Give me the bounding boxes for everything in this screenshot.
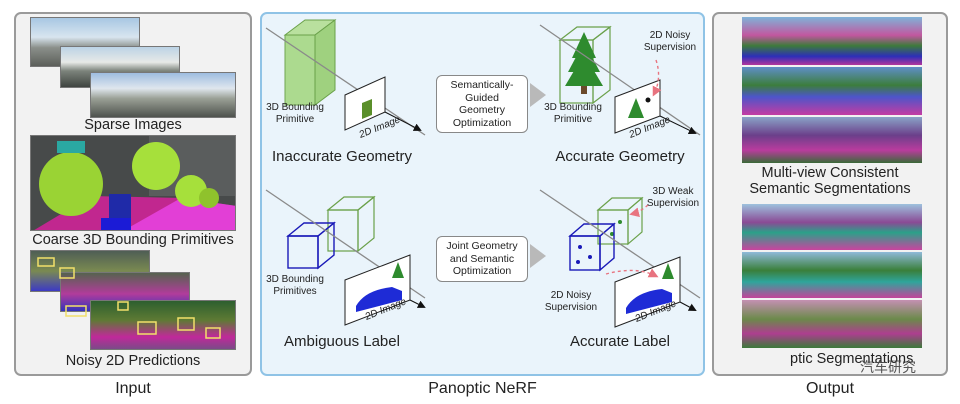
top-right-tree-projection <box>628 98 644 118</box>
bottom-right-blue-cube <box>568 222 616 272</box>
output-segmentation-5 <box>742 252 922 298</box>
top-right-ray <box>539 24 701 136</box>
top-right-ray-head <box>659 115 697 134</box>
bottom-left-primitives-label: 3D Bounding Primitives <box>266 274 324 297</box>
multiview-label: Multi-view Consistent Semantic Segmentat… <box>749 165 911 197</box>
bottom-right-noisy-label: 2D Noisy Supervision <box>544 290 598 313</box>
bottom-right-tree-projection <box>662 263 674 279</box>
noisy-predictions-label: Noisy 2D Predictions <box>65 353 201 369</box>
bottom-left-ray-head <box>409 299 426 308</box>
output-segmentation-2 <box>742 67 922 115</box>
sparse-images-label: Sparse Images <box>84 117 182 133</box>
top-optimization-box: Semantically- Guided Geometry Optimizati… <box>436 75 528 133</box>
top-optimization-arrow <box>530 83 546 107</box>
top-left-cube <box>283 19 337 106</box>
panoptic-nerf-caption: Panoptic NeRF <box>428 380 537 397</box>
top-left-title: Inaccurate Geometry <box>271 148 413 165</box>
bottom-optimization-arrow <box>530 244 546 268</box>
bottom-left-blue-cube <box>286 221 336 270</box>
output-segmentation-4 <box>742 204 922 250</box>
top-right-title: Accurate Geometry <box>555 148 685 165</box>
bottom-left-car-projection <box>356 287 402 312</box>
output-segmentation-1 <box>742 17 922 65</box>
bottom-left-green-cube <box>326 195 376 253</box>
sparse-image-3 <box>90 72 236 118</box>
coarse-primitives-illustration <box>34 136 235 230</box>
top-right-sample-point <box>645 97 651 103</box>
output-segmentation-6 <box>742 300 922 348</box>
bottom-optimization-box: Joint Geometry and Semantic Optimization <box>436 236 528 282</box>
bottom-right-green-cube <box>596 196 644 246</box>
coarse-primitives-label: Coarse 3D Bounding Primitives <box>32 232 234 248</box>
bottom-right-car-projection <box>626 289 672 314</box>
bottom-right-ray-head <box>679 301 697 311</box>
bottom-left-tree-projection <box>392 262 404 278</box>
top-left-ray <box>265 27 426 136</box>
bottom-left-title: Ambiguous Label <box>284 333 400 350</box>
noisy-prediction-3 <box>90 300 236 350</box>
coarse-primitives-image <box>30 135 236 231</box>
output-caption: Output <box>805 380 855 397</box>
top-left-ray-head <box>384 111 422 131</box>
top-right-primitive-label: 3D Bounding Primitive <box>544 102 602 125</box>
output-bottom-label: ptic Segmentations <box>790 351 914 367</box>
top-left-projection <box>362 99 372 119</box>
bottom-right-weak-arrow <box>629 204 649 218</box>
bottom-right-title: Accurate Label <box>569 333 671 350</box>
top-right-noisy-label: 2D Noisy Supervision <box>643 30 697 53</box>
tree-icon <box>565 32 603 94</box>
top-left-primitive-label: 3D Bounding Primitive <box>266 102 324 125</box>
output-segmentation-3 <box>742 117 922 163</box>
input-caption: Input <box>115 380 151 397</box>
top-right-noisy-arrow <box>652 59 662 97</box>
bottom-right-weak-label: 3D Weak Supervision <box>646 186 700 209</box>
watermark-text: 汽车研究 <box>860 359 916 375</box>
